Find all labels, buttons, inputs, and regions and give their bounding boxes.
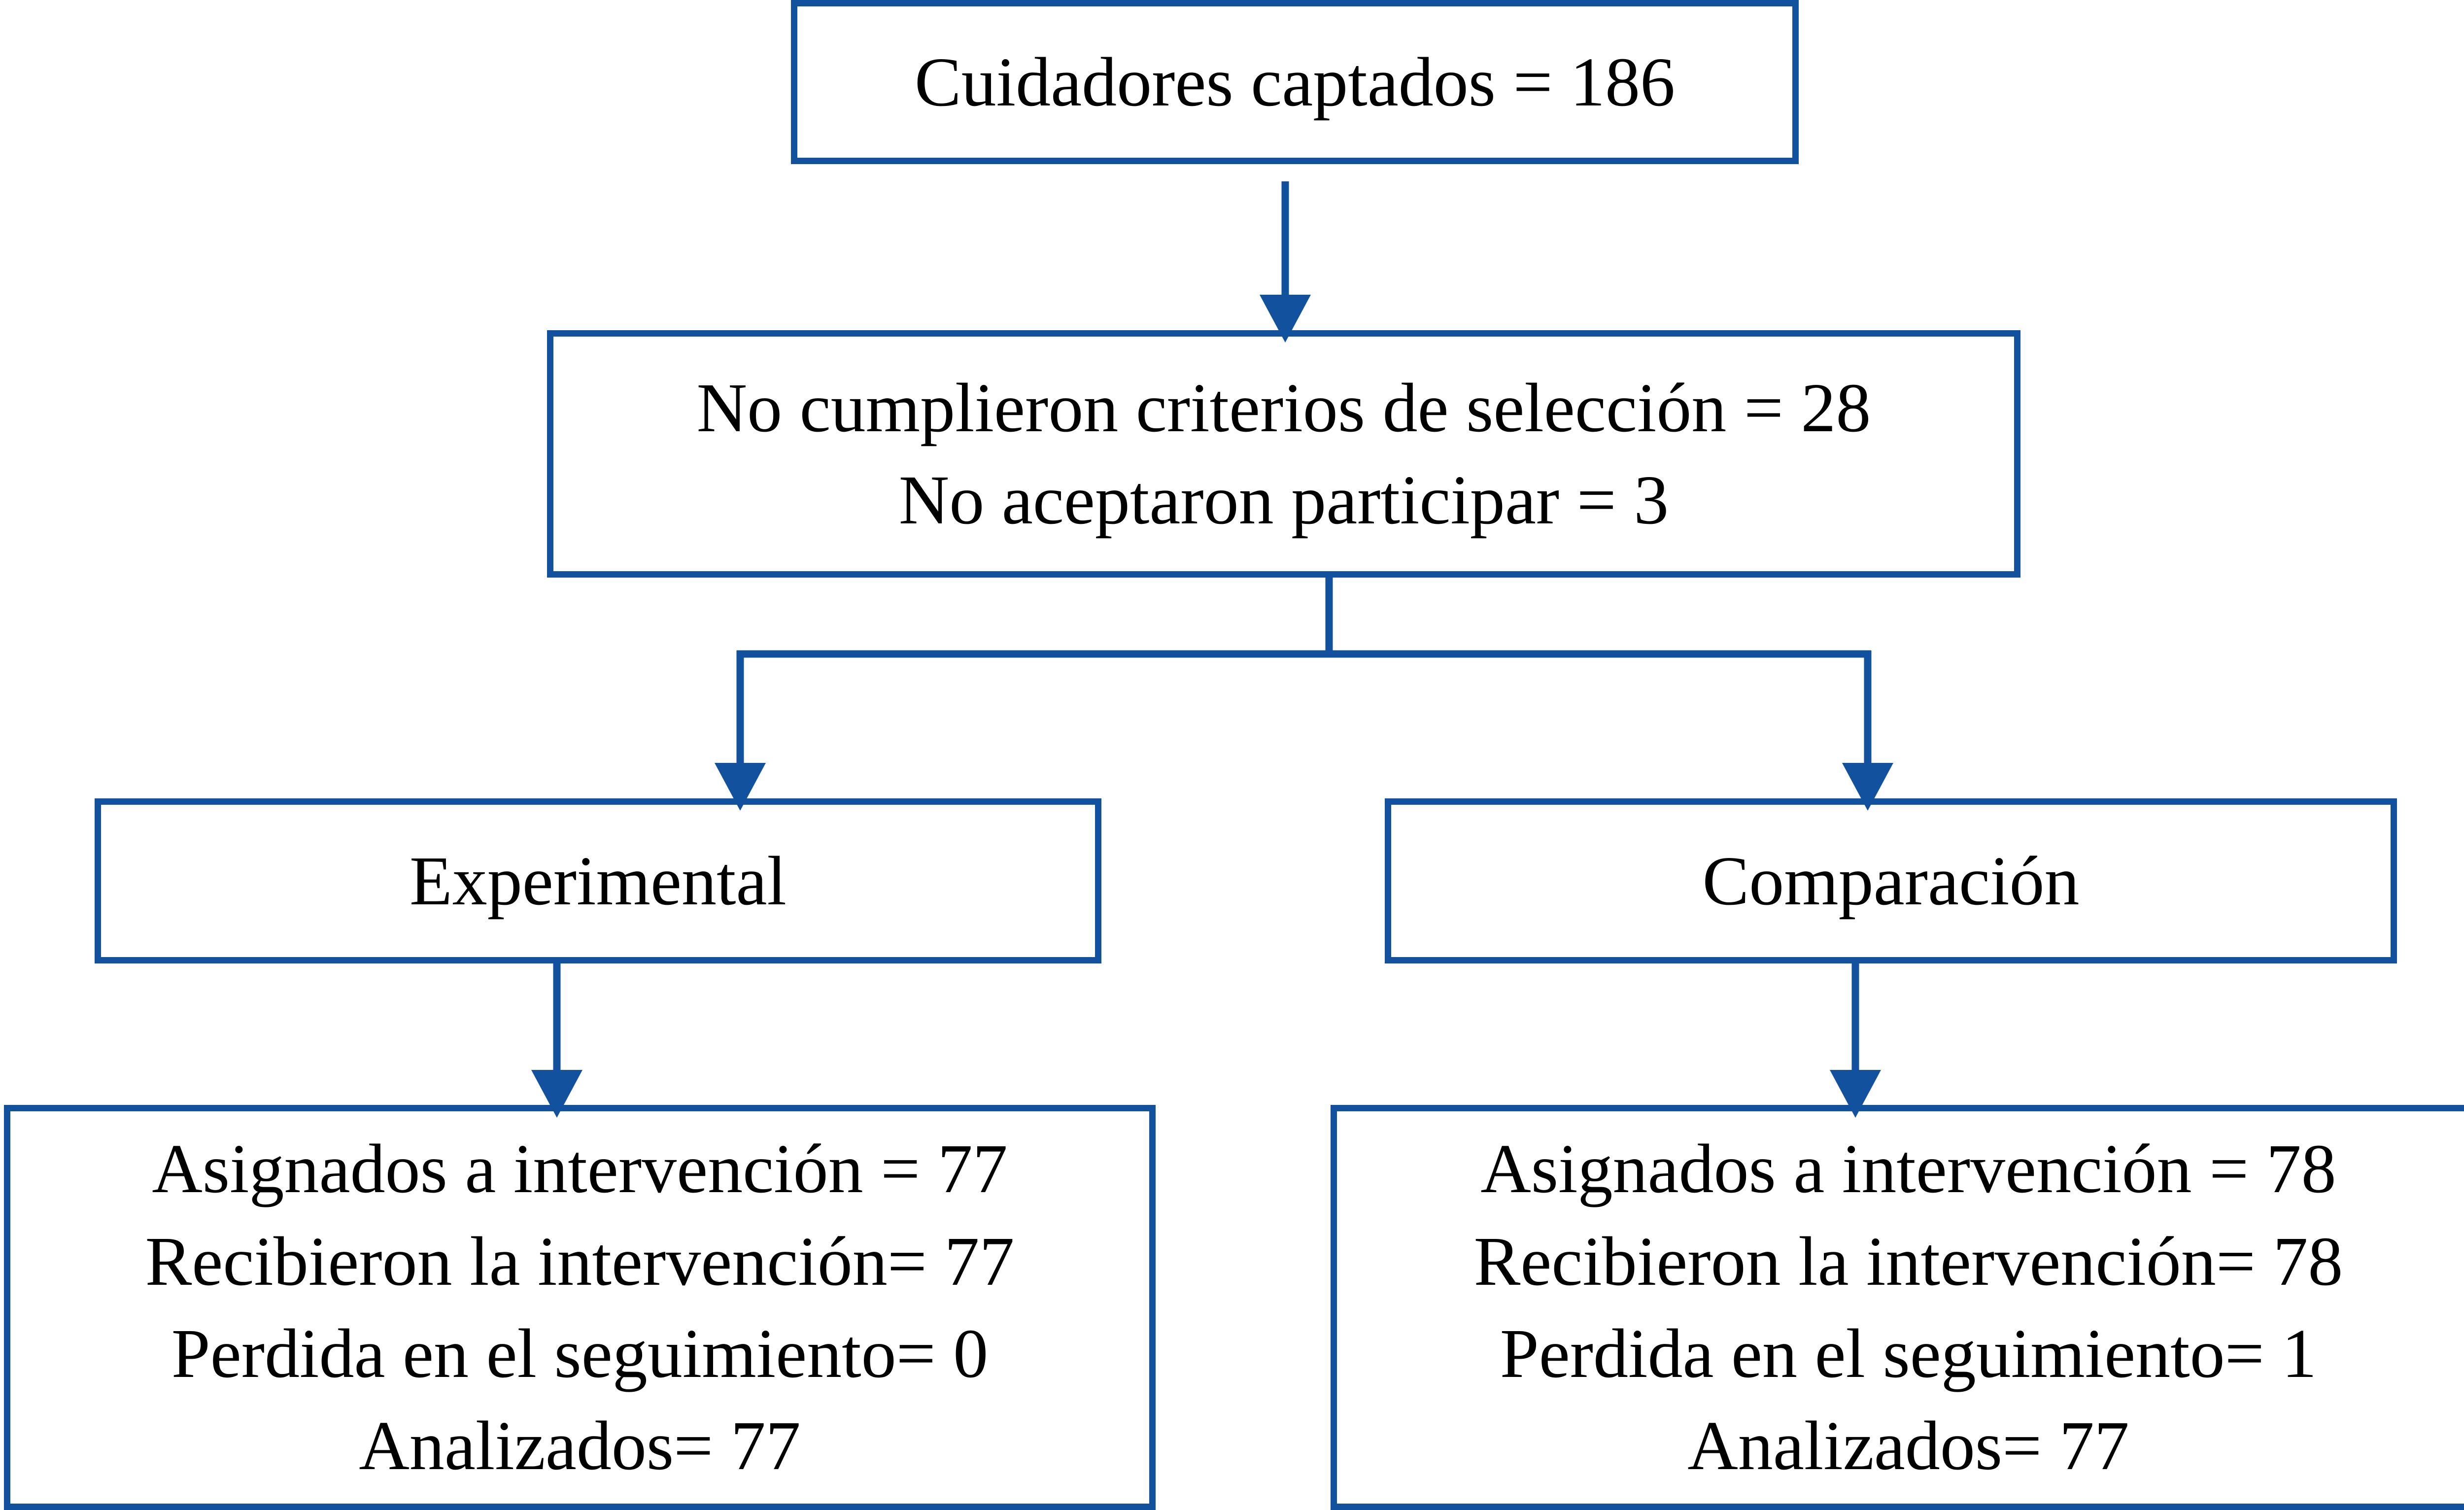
experimental-outcomes-line-1: Asignados a intervención = 77 <box>152 1130 1008 1208</box>
comparison-outcomes-line-2: Recibieron la intervención= 78 <box>1473 1222 2343 1300</box>
box-comparison-outcomes: Asignados a intervención = 78 Recibieron… <box>1331 1105 2464 1510</box>
experimental-outcomes-line-4: Analizados= 77 <box>359 1407 801 1485</box>
not-included-line-2: No aceptaron participar = 3 <box>898 461 1669 539</box>
box-not-included: No cumplieron criterios de selección = 2… <box>547 330 2020 578</box>
comparison-outcomes-line-3: Perdida en el seguimiento= 1 <box>1500 1314 2317 1392</box>
comparison-outcomes-line-1: Asignados a intervención = 78 <box>1480 1130 2336 1208</box>
recruited-text: Cuidadores captados = 186 <box>914 42 1676 121</box>
not-included-line-1: No cumplieron criterios de selección = 2… <box>696 368 1871 446</box>
box-comparison-group: Comparación <box>1385 798 2397 963</box>
comparison-outcomes-line-4: Analizados= 77 <box>1687 1407 2129 1485</box>
box-recruited: Cuidadores captados = 186 <box>791 0 1799 164</box>
comparison-group-label: Comparación <box>1702 841 2080 920</box>
experimental-outcomes-line-3: Perdida en el seguimiento= 0 <box>171 1314 989 1392</box>
experimental-group-label: Experimental <box>410 841 787 920</box>
box-experimental-group: Experimental <box>95 798 1101 963</box>
experimental-outcomes-line-2: Recibieron la intervención= 77 <box>145 1222 1015 1300</box>
box-experimental-outcomes: Asignados a intervención = 77 Recibieron… <box>4 1105 1156 1510</box>
